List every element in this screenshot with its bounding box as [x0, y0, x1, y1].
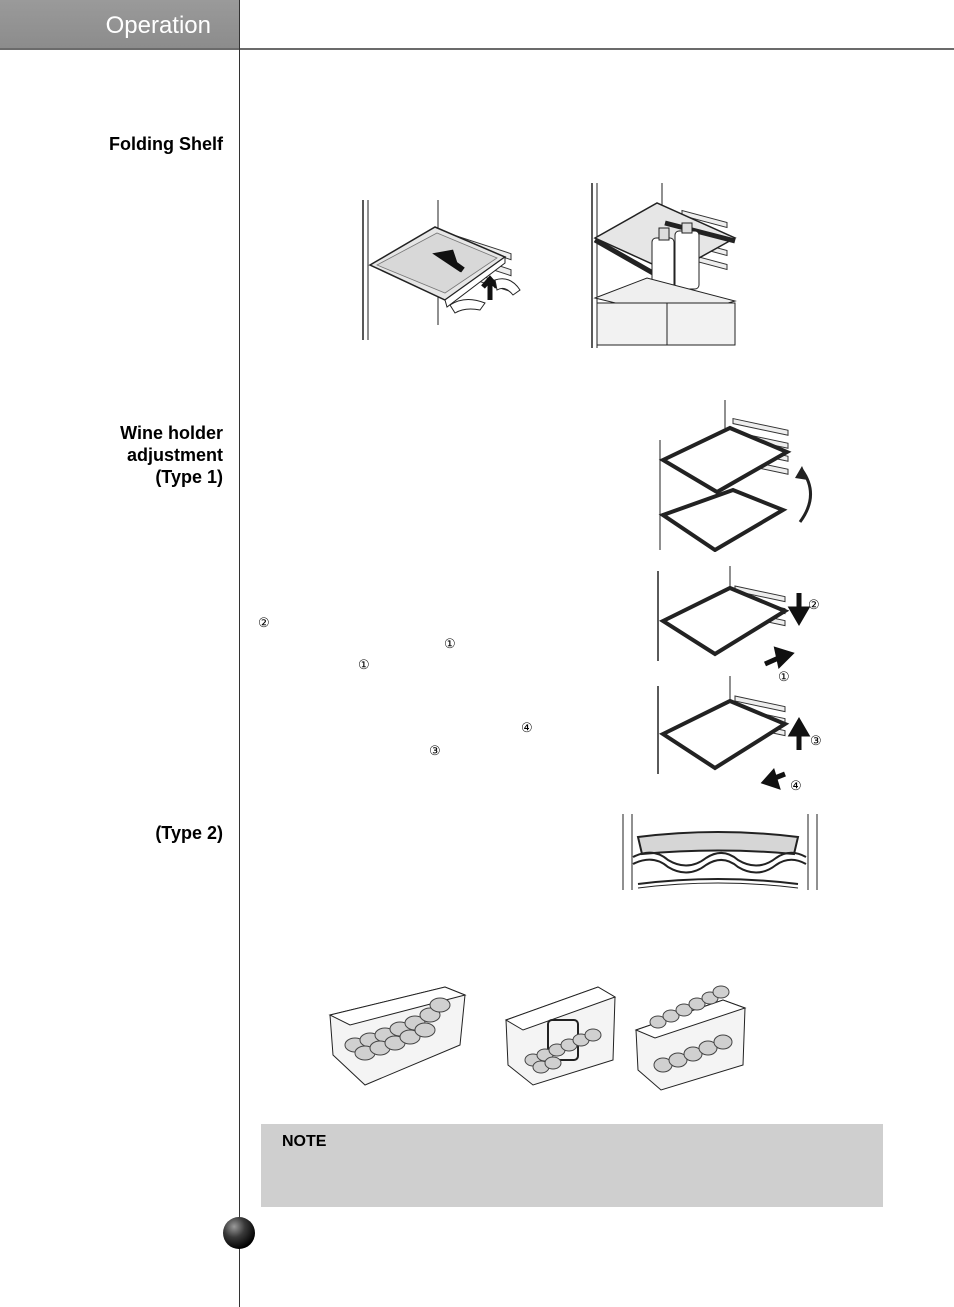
section-header-tab: Operation	[0, 0, 239, 48]
egg-box-with-lid-illustration	[504, 986, 617, 1086]
margin-rule	[239, 0, 240, 1307]
page-number-ball-icon	[223, 1217, 255, 1249]
step-marker-1: ①	[358, 657, 370, 672]
step-marker-4: ④	[521, 720, 533, 735]
wine-holder-type2-label: (Type 2)	[155, 823, 223, 843]
egg-box-illustration	[328, 986, 467, 1086]
note-box: NOTE	[261, 1124, 883, 1207]
header-rule	[0, 48, 954, 50]
note-title: NOTE	[282, 1133, 327, 1150]
section-title: Operation	[105, 12, 211, 39]
figure-step-1: ①	[778, 669, 790, 684]
figure-step-3: ③	[810, 733, 822, 748]
step-marker-2: ②	[258, 615, 270, 630]
wine-holder-remove-illustration: ② ①	[657, 566, 820, 684]
folding-shelf-push-illustration	[362, 200, 521, 340]
figure-step-4: ④	[790, 778, 802, 793]
wine-holder-type1-label: Wine holder adjustment (Type 1)	[120, 423, 223, 487]
wine-holder-install-illustration: ③ ④	[657, 676, 822, 793]
folding-shelf-folded-illustration	[591, 183, 737, 348]
step-marker-3: ③	[429, 743, 441, 758]
wine-holder-lift-illustration	[658, 400, 812, 552]
folding-shelf-label: Folding Shelf	[109, 134, 223, 154]
step-marker-1: ①	[444, 636, 456, 651]
egg-box-stacked-illustration	[634, 985, 747, 1091]
wine-holder-type2-illustration	[622, 814, 818, 890]
figure-step-2: ②	[808, 597, 820, 612]
